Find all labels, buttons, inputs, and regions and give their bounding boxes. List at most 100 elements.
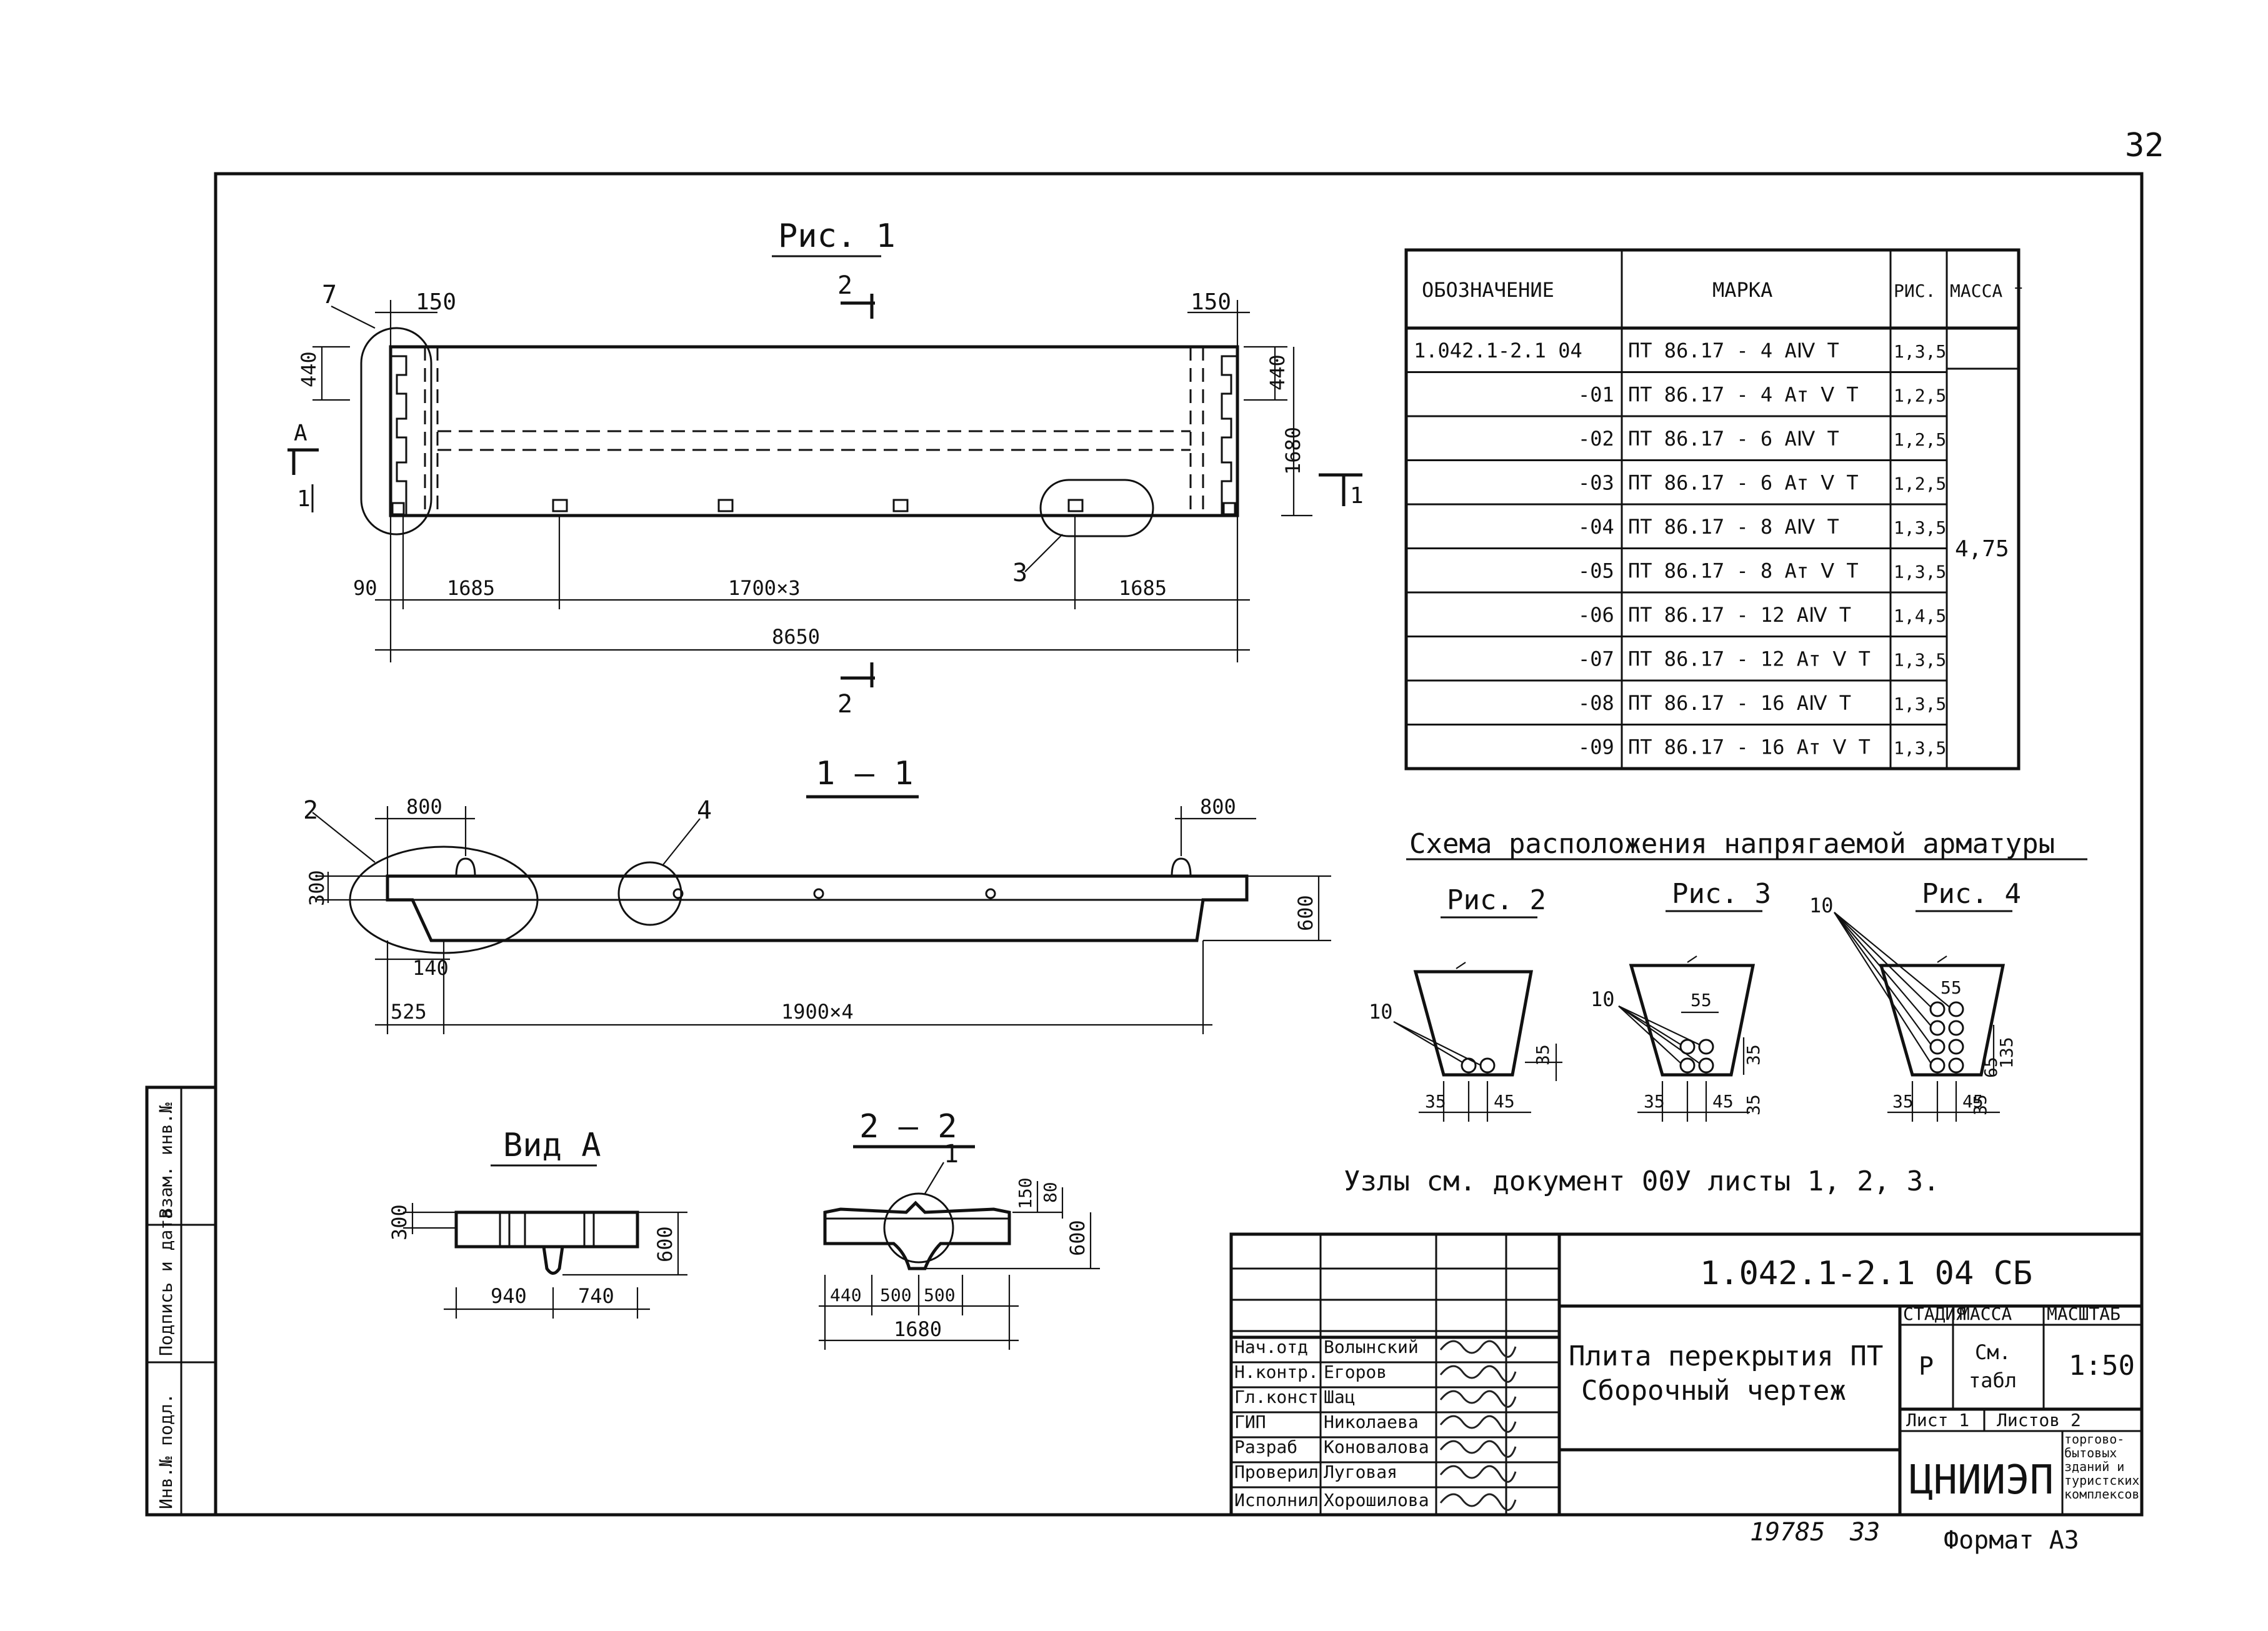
staff-role: Н.контр.: [1234, 1362, 1319, 1382]
table-row-fig: 1,2,5: [1894, 429, 1946, 450]
fig1-dim-total-height: 1680: [1281, 427, 1305, 475]
footer-format: Формат А3: [1944, 1526, 2079, 1555]
staff-role: Проверил: [1234, 1462, 1319, 1482]
staff-name: Волынский: [1324, 1337, 1419, 1357]
table-row-fig: 1,2,5: [1894, 386, 1946, 406]
table-row-code: -04: [1578, 515, 1614, 539]
table-row-fig: 1,3,5: [1894, 650, 1946, 671]
title-mass-value-1: См.: [1975, 1340, 2011, 1364]
table-row-mark: ПТ 86.17 - 4 АⅣ Т: [1628, 339, 1839, 362]
fig1-dim-height-left: 440: [297, 351, 321, 387]
title-line-2: Сборочный чертеж: [1581, 1375, 1846, 1407]
fig3-dim-35-v: 35: [1743, 1044, 1764, 1065]
table-row-fig: 1,3,5: [1894, 341, 1946, 362]
staff-name: Коновалова: [1324, 1437, 1429, 1457]
staff-name: Николаева: [1324, 1412, 1419, 1432]
section-1-1-dim-bottom-offset: 140: [412, 956, 449, 980]
fig3-callout-10: 10: [1591, 987, 1615, 1011]
section-2-2-dim-total: 1680: [894, 1317, 942, 1341]
fig4-dim-55: 55: [1941, 977, 1962, 998]
table-row-mark: ПТ 86.17 - 8 АⅣ Т: [1628, 515, 1839, 539]
section-1-1-dim-bottom-1: 525: [391, 1000, 427, 1024]
fig4-dim-35: 35: [1892, 1091, 1914, 1112]
view-a-dim-left: 300: [387, 1204, 411, 1240]
fig4-dim-45: 45: [1962, 1091, 1984, 1112]
scheme-nodes-note: Узлы см. документ 00У листы 1, 2, 3.: [1344, 1165, 1940, 1197]
fig1-dim-height-right: 440: [1266, 354, 1289, 391]
reinforcement-scheme: Схема расположения напрягаемой арматуры …: [1344, 828, 2087, 1197]
staff-role: Исполнил: [1234, 1490, 1319, 1510]
fig1-title: Рис. 1: [778, 217, 896, 255]
fig3-dim-55: 55: [1691, 990, 1712, 1010]
side-stamp-label-2: Подпись и дата: [156, 1209, 176, 1356]
table-row-code: -05: [1578, 559, 1614, 583]
section-1-1-dim-bottom-2: 1900×4: [781, 1000, 854, 1024]
section-2-2-dim-bottom-2: 500: [880, 1285, 912, 1305]
staff-name: Хорошилова: [1324, 1490, 1429, 1510]
fig1-dim-top-right: 150: [1191, 289, 1231, 315]
fig2-dim-35-v: 35: [1532, 1044, 1553, 1065]
table-mass-value: 4,75: [1955, 536, 2009, 562]
fig2-dim-45: 45: [1494, 1091, 1515, 1112]
section-1-1: 1 — 1 2 4 800 800 300 600: [303, 755, 1331, 1034]
table-header-mark: МАРКА: [1712, 278, 1772, 302]
footer-inv-number: 19785: [1750, 1518, 1825, 1547]
table-row-code: -08: [1578, 691, 1614, 715]
signature-scribble: [1439, 1493, 1517, 1511]
title-org-sub: торгово-бытовых зданий и туристских комп…: [2064, 1432, 2140, 1502]
signature-scribble: [1439, 1440, 1517, 1458]
signature-scribble: [1439, 1465, 1517, 1483]
fig2-title: Рис. 2: [1447, 884, 1546, 916]
staff-role: ГИП: [1234, 1412, 1266, 1432]
table-row-code: -02: [1578, 427, 1614, 451]
staff-name: Егоров: [1324, 1362, 1387, 1382]
fig1-callout-7: 7: [322, 281, 337, 309]
fig1-cut-a: А: [294, 421, 307, 446]
side-stamp: Инв.№ подл. Подпись и дата Взам. инв.№: [145, 1085, 217, 1517]
fig1-cut-a-num: 1: [297, 486, 311, 512]
fig4-dim-135: 135: [1996, 1037, 2017, 1069]
section-2-2: 2 — 2 1 150 80 600 440 500 500 1680: [819, 1108, 1100, 1350]
staff-role: Разраб: [1234, 1437, 1297, 1457]
title-sheets-label: Листов 2: [1997, 1410, 2081, 1430]
table-row-mark: ПТ 86.17 - 16 Ат Ⅴ Т: [1628, 736, 1871, 759]
signature-scribble: [1439, 1390, 1517, 1408]
title-doc-code: 1.042.1-2.1 04 СБ: [1700, 1255, 2032, 1292]
section-1-1-dim-top-right: 800: [1200, 795, 1236, 819]
fig1-dim-bottom-2: 1685: [447, 576, 495, 600]
section-1-1-dim-top-left: 800: [406, 795, 442, 819]
page-number: 32: [2125, 127, 2164, 164]
title-sheet-label: Лист 1: [1906, 1410, 1969, 1430]
section-1-1-dim-right-height: 600: [1294, 895, 1317, 931]
section-2-2-dim-bottom-1: 440: [830, 1285, 862, 1305]
fig1-cut-2-top: 2: [837, 271, 852, 300]
view-a: Вид А 300 600 940 740: [387, 1127, 687, 1319]
fig2-dim-35: 35: [1425, 1091, 1446, 1112]
signature-scribble: [1439, 1340, 1517, 1358]
section-2-2-title: 2 — 2: [859, 1108, 957, 1145]
section-1-1-callout-2: 2: [303, 796, 318, 825]
fig3-dim-35: 35: [1644, 1091, 1665, 1112]
section-1-1-callout-4: 4: [697, 796, 712, 825]
table-row-fig: 1,2,5: [1894, 474, 1946, 494]
sheet-frame: [214, 172, 2144, 1517]
staff-name: Шац: [1324, 1387, 1356, 1407]
title-stage-header: СТАДИЯ: [1903, 1304, 1966, 1324]
table-row-code: -09: [1578, 736, 1614, 759]
signature-scribble: [1439, 1365, 1517, 1383]
section-2-2-dim-right-1: 150: [1015, 1177, 1036, 1209]
staff-role: Нач.отд: [1234, 1337, 1308, 1357]
table-header-fig: РИС.: [1894, 281, 1936, 301]
table-row-fig: 1,4,5: [1894, 606, 1946, 626]
table-row-code: -03: [1578, 471, 1614, 495]
table-row-mark: ПТ 86.17 - 8 Ат Ⅴ Т: [1628, 559, 1859, 583]
table-row-mark: ПТ 86.17 - 12 АⅣ Т: [1628, 603, 1851, 627]
fig3-title: Рис. 3: [1672, 878, 1771, 910]
section-2-2-dim-right-3: 600: [1066, 1220, 1089, 1256]
table-row-fig: 1,3,5: [1894, 562, 1946, 582]
table-row-fig: 1,3,5: [1894, 738, 1946, 759]
table-row-mark: ПТ 86.17 - 6 АⅣ Т: [1628, 427, 1839, 451]
